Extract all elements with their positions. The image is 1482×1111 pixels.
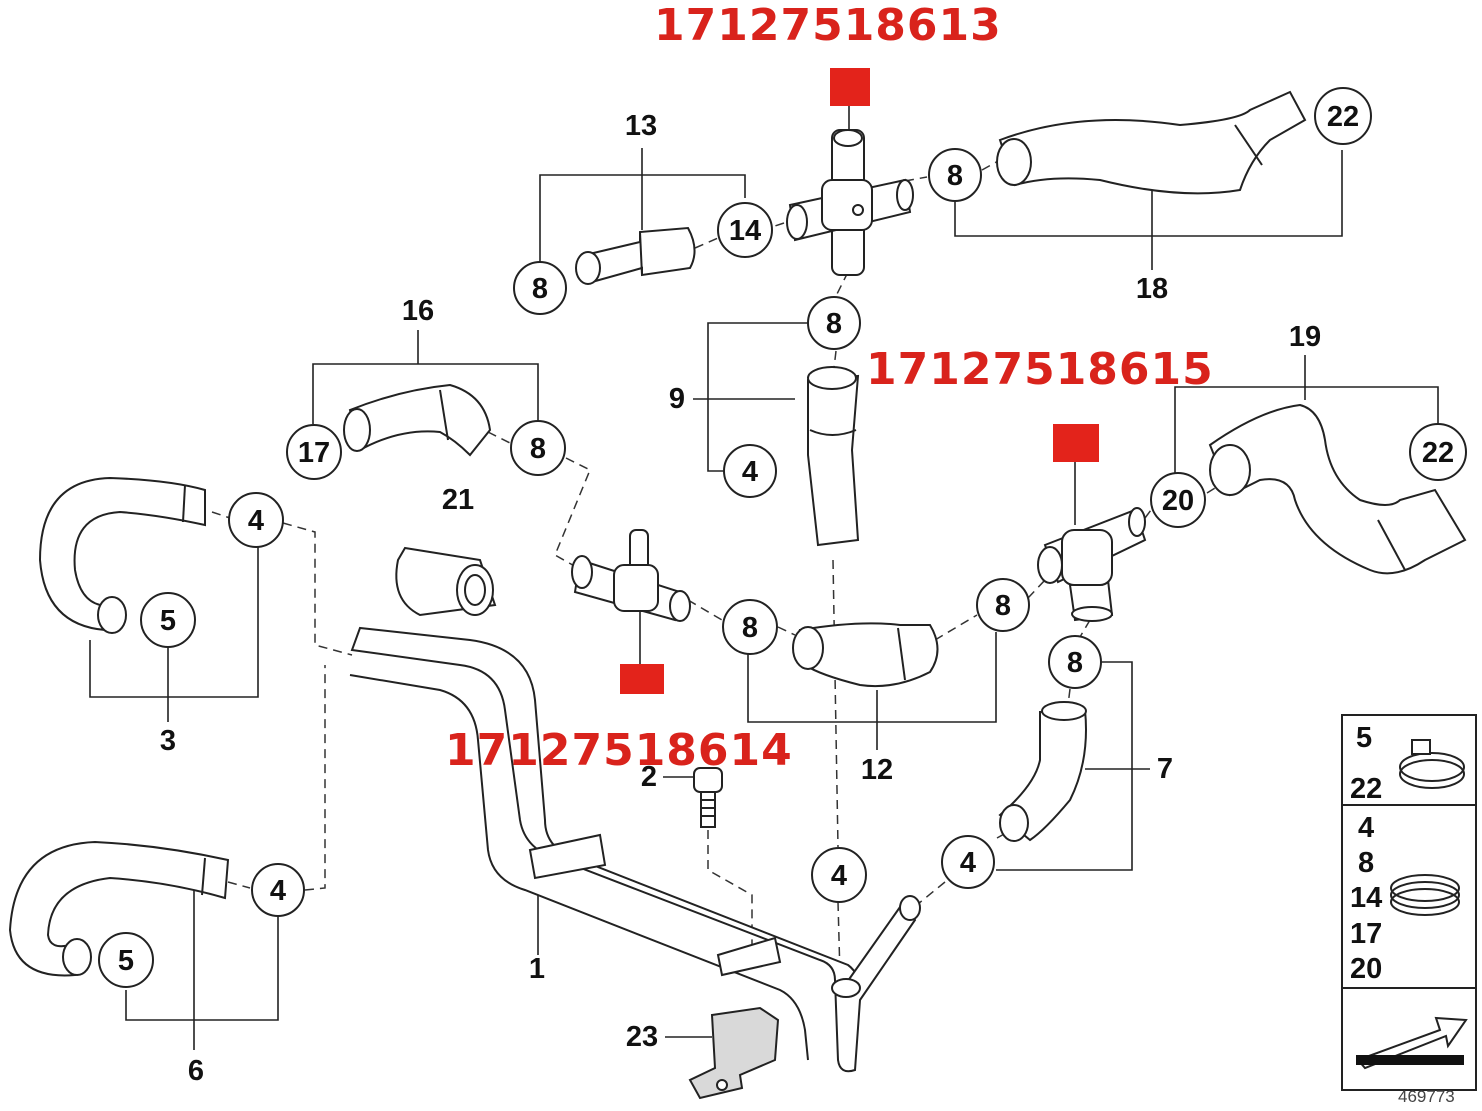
- legend-item-20: 20: [1350, 953, 1382, 985]
- callout-5: 5: [160, 605, 176, 637]
- hose-7: [998, 701, 1087, 842]
- bolt-2: [693, 767, 723, 828]
- legend-item-17: 17: [1350, 918, 1382, 950]
- legend-item-8: 8: [1358, 847, 1374, 879]
- label-16: 16: [402, 295, 434, 327]
- label-3: 3: [160, 725, 176, 757]
- label-9: 9: [669, 383, 685, 415]
- diagram-code: 469773: [1398, 1087, 1455, 1106]
- spring-clamp-icon: [1390, 874, 1460, 916]
- callout-4: 4: [270, 875, 286, 907]
- callout-circles: [98, 87, 1467, 988]
- label-18: 18: [1136, 273, 1168, 305]
- hose-12: [792, 622, 939, 688]
- callout-4: 4: [248, 505, 264, 537]
- direction-arrow-icon: [1356, 1016, 1468, 1070]
- label-12: 12: [861, 754, 893, 786]
- callout-8: 8: [530, 433, 546, 465]
- part-number-17127518613: 17127518613: [654, 0, 1002, 51]
- callout-22: 22: [1327, 101, 1359, 133]
- part-number-labels: 17127518613 17127518615 17127518614: [445, 0, 1214, 776]
- label-1: 1: [529, 953, 545, 985]
- marker-17127518614: [620, 664, 664, 694]
- legend-box: 5 22 4 8 14 17 20: [1341, 714, 1477, 1091]
- sleeve-21: [395, 546, 497, 617]
- hose-19: [1208, 403, 1467, 575]
- legend-group-2-labels: 4 8 14 17 20: [1350, 812, 1382, 985]
- legend-group-1-labels: 5 22: [1350, 722, 1382, 805]
- legend-item-14: 14: [1350, 882, 1382, 914]
- callout-4: 4: [960, 847, 976, 879]
- label-2: 2: [641, 761, 657, 793]
- part-number-17127518614: 17127518614: [445, 725, 793, 776]
- part-number-17127518615: 17127518615: [866, 344, 1214, 395]
- hose-3: [38, 476, 206, 634]
- callout-8: 8: [532, 273, 548, 305]
- callout-8: 8: [947, 160, 963, 192]
- callout-5: 5: [118, 945, 134, 977]
- callout-4: 4: [742, 456, 758, 488]
- pipe-assembly-1: [349, 626, 921, 1073]
- red-markers: [620, 68, 1099, 694]
- callout-labels: 8 14 8 22 8 4 17 8 4 5 8 8 20 22 8 4 4 4…: [118, 101, 1454, 977]
- dashed-connection-lines: [211, 159, 1221, 976]
- legend-item-5: 5: [1356, 722, 1372, 754]
- part-drawings: [8, 90, 1467, 1100]
- label-6: 6: [188, 1055, 204, 1087]
- clamp-icon: [1399, 739, 1465, 789]
- hose-16: [343, 383, 492, 457]
- marker-17127518613: [830, 68, 870, 106]
- group-labels: 13 18 16 9 19 21 3 12 7 2 1 6 23: [160, 110, 1321, 1087]
- bracket-23: [688, 1006, 780, 1100]
- label-19: 19: [1289, 321, 1321, 353]
- hose-18: [996, 90, 1307, 195]
- callout-22: 22: [1422, 437, 1454, 469]
- legend-item-4: 4: [1358, 812, 1374, 844]
- tee-fitting-17127518615: [1037, 507, 1147, 622]
- callout-8: 8: [1067, 647, 1083, 679]
- callout-8: 8: [826, 308, 842, 340]
- callout-4: 4: [831, 860, 847, 892]
- hose-9: [807, 366, 860, 547]
- callout-8: 8: [742, 612, 758, 644]
- hose-6: [8, 840, 230, 977]
- label-7: 7: [1157, 753, 1173, 785]
- callout-20: 20: [1162, 485, 1194, 517]
- marker-17127518615: [1053, 424, 1099, 462]
- label-23: 23: [626, 1021, 658, 1053]
- leader-lines: [89, 105, 1439, 1050]
- callout-8: 8: [995, 590, 1011, 622]
- hose-13: [575, 226, 696, 285]
- cross-fitting-17127518613: [786, 129, 914, 276]
- label-13: 13: [625, 110, 657, 142]
- callout-14: 14: [729, 215, 761, 247]
- callout-17: 17: [298, 437, 330, 469]
- label-21: 21: [442, 484, 474, 516]
- legend-item-22: 22: [1350, 773, 1382, 805]
- tee-fitting-17127518614: [571, 529, 691, 622]
